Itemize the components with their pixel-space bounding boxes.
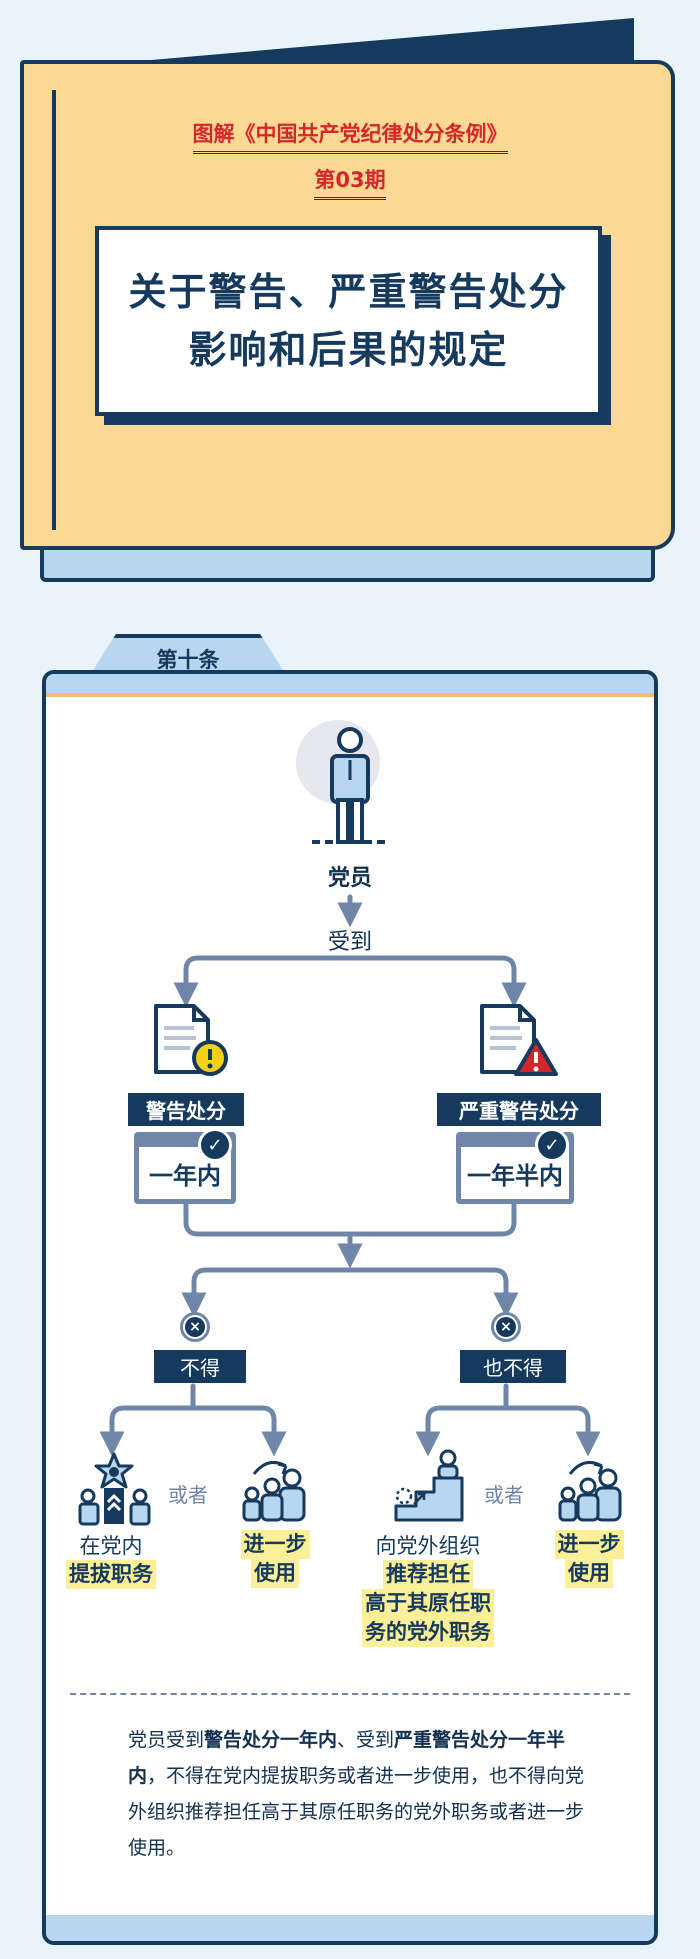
summary-bold: 严重警告处分一年半内 [128,1729,566,1787]
period-one-year: 一年内 [149,1161,221,1190]
member-label: 党员 [327,866,372,891]
check-icon: ✓ [535,1128,569,1162]
stairs-recommend-icon [394,1449,464,1522]
serious-warning-document-icon [480,1004,558,1076]
option-text: 在党内 [79,1534,143,1558]
section-card [42,670,658,1945]
card-top-line [46,693,654,697]
summary-text: 党员受到 [128,1729,205,1751]
promotion-icon [78,1452,151,1526]
dashed-separator [70,1693,630,1695]
or-label-right: 或者 [484,1483,524,1507]
prohibit-tag-right: 也不得 [460,1350,566,1383]
party-member-icon [296,720,388,844]
people-group-icon [242,1460,306,1522]
serious-warning-penalty-tag: 严重警告处分 [437,1093,601,1126]
period-one-and-half-year: 一年半内 [467,1161,563,1190]
issue-number: 第03期 [0,164,700,200]
card-bottom-band [46,1915,654,1941]
option-highlight: 务的党外职务 [362,1618,494,1647]
merge-periods [183,1202,517,1237]
receive-label: 受到 [327,930,372,955]
prohibit-x-icon: × [491,1312,521,1342]
option-text: 向党外组织 [375,1534,481,1558]
book-inner-line [52,90,56,530]
summary-bold: 警告处分一年内 [204,1729,338,1751]
option-highlight: 进一步 [240,1530,310,1559]
option-highlight: 提拔职务 [66,1560,156,1589]
branch-left-options [109,1405,277,1443]
option-highlight: 进一步 [554,1530,624,1559]
branch-prohibit [191,1267,509,1305]
prohibit-tag-left: 不得 [154,1350,246,1383]
summary-text: ，不得在党内提拔职务或者进一步使用，也不得向党外组织推荐担任高于其原任职务的党外… [128,1765,585,1859]
series-title: 图解《中国共产党纪律处分条例》 [0,118,700,154]
summary-paragraph: 党员受到警告处分一年内、受到严重警告处分一年半内，不得在党内提拔职务或者进一步使… [128,1722,590,1866]
left-option-further-use: 进一步 使用 [226,1530,324,1588]
warning-penalty-tag: 警告处分 [128,1093,244,1126]
page-title-line1: 关于警告、严重警告处分 [128,270,569,314]
right-option-further-use: 进一步 使用 [540,1530,638,1588]
page-title-line2: 影响和后果的规定 [188,328,509,372]
prohibit-x-icon: × [180,1312,210,1342]
option-highlight: 使用 [565,1559,613,1588]
right-option-recommend: 向党外组织 推荐担任 高于其原任职 务的党外职务 [352,1530,504,1647]
branch-penalty [183,955,517,993]
option-highlight: 高于其原任职 [362,1589,494,1618]
period-calendar-left: 一年内 [134,1132,236,1204]
title-box: 关于警告、严重警告处分 影响和后果的规定 [95,226,602,416]
or-label-left: 或者 [168,1483,208,1507]
option-highlight: 使用 [251,1559,299,1588]
left-option-promote: 在党内 提拔职务 [54,1530,168,1589]
summary-text: 、受到 [337,1729,395,1751]
warning-document-icon [154,1004,228,1076]
people-group-icon [558,1460,622,1522]
card-top-band [46,674,654,696]
check-icon: ✓ [198,1128,232,1162]
section-tab-label: 第十条 [156,648,220,672]
option-highlight: 推荐担任 [383,1560,473,1589]
branch-right-options [425,1405,591,1443]
